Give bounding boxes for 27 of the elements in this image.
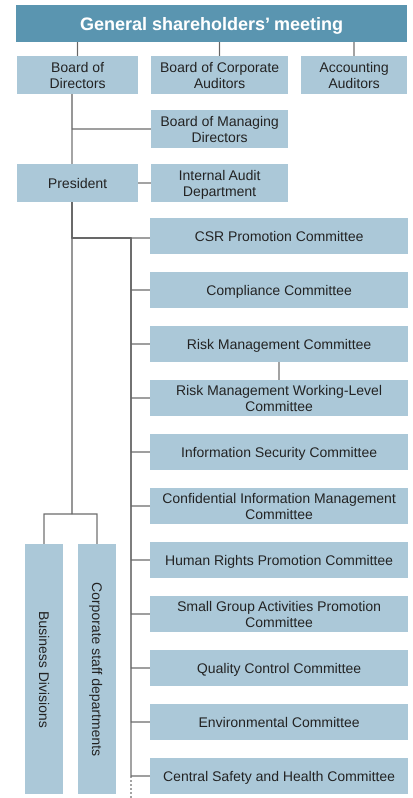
committee-box: Confidential Information Management Committee — [150, 488, 408, 524]
committee-box: Risk Management Working-Level Committee — [150, 380, 408, 416]
committee-box: CSR Promotion Committee — [150, 218, 408, 254]
department-box: Corporate staff departments — [78, 544, 116, 794]
division-box: Business Divisions — [25, 544, 63, 794]
committee-box: Information Security Committee — [150, 434, 408, 470]
connector-line — [76, 42, 78, 56]
org-unit-box: Accounting Auditors — [301, 56, 407, 94]
committee-box: Central Safety and Health Committee — [150, 758, 408, 794]
committee-box: Risk Management Committee — [150, 326, 408, 362]
committee-box: Quality Control Committee — [150, 650, 408, 686]
org-unit-box: Board of Corporate Auditors — [151, 56, 288, 94]
org-unit-box: Board of Managing Directors — [151, 110, 288, 148]
org-unit-box: Board of Directors — [17, 56, 138, 94]
president-box: President — [17, 164, 138, 202]
org-unit-box: Internal Audit Department — [151, 164, 288, 202]
connector-line — [71, 94, 73, 164]
committee-box: Compliance Committee — [150, 272, 408, 308]
committee-box: Environmental Committee — [150, 704, 408, 740]
connector-line — [278, 362, 280, 380]
committee-box: Small Group Activities Promotion Committee — [150, 596, 408, 632]
connector-line — [138, 182, 151, 184]
connector-line — [71, 202, 98, 544]
meeting-box: General shareholders’ meeting — [16, 5, 407, 42]
committee-box: Human Rights Promotion Committee — [150, 542, 408, 578]
connector-line — [353, 42, 355, 56]
connector-line — [218, 42, 220, 56]
